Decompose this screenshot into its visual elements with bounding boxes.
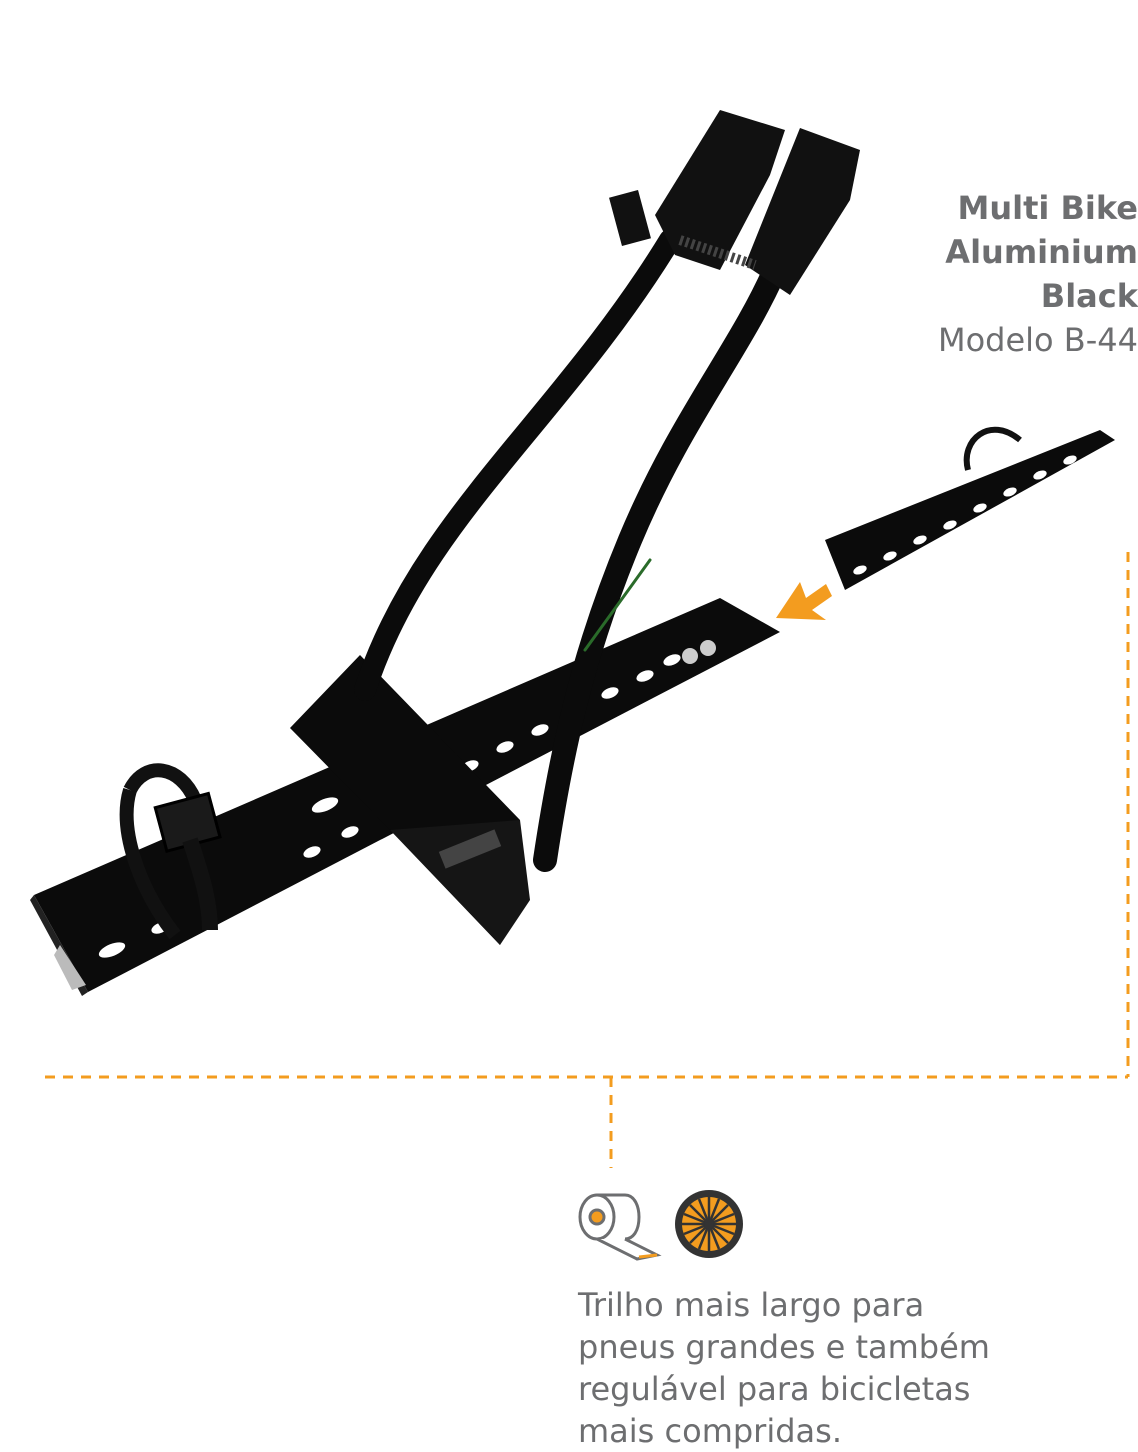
wheel-icon bbox=[675, 1190, 743, 1258]
feature-line-1: Trilho mais largo para bbox=[578, 1286, 925, 1324]
title-line-1: Multi Bike bbox=[957, 189, 1138, 227]
base-plate bbox=[290, 655, 530, 945]
tape-measure-icon bbox=[578, 1193, 662, 1261]
model-label: Modelo B-44 bbox=[937, 321, 1138, 359]
dashed-connector bbox=[45, 552, 1130, 1168]
feature-icons bbox=[578, 1190, 743, 1261]
rail-extension bbox=[825, 426, 1115, 590]
product-title: Multi Bike Aluminium Black Modelo B-44 bbox=[778, 186, 1138, 362]
feature-line-3: regulável para bicicletas bbox=[578, 1370, 971, 1408]
title-line-2: Aluminium bbox=[945, 233, 1138, 271]
tire-strap bbox=[119, 763, 222, 940]
title-line-3: Black bbox=[1040, 277, 1138, 315]
arrow-icon bbox=[776, 582, 832, 620]
feature-description: Trilho mais largo para pneus grandes e t… bbox=[578, 1284, 1058, 1452]
feature-line-2: pneus grandes e também bbox=[578, 1328, 990, 1366]
fork-clamp bbox=[609, 110, 860, 295]
feature-line-4: mais compridas. bbox=[578, 1412, 842, 1450]
rack-arms bbox=[354, 229, 787, 872]
